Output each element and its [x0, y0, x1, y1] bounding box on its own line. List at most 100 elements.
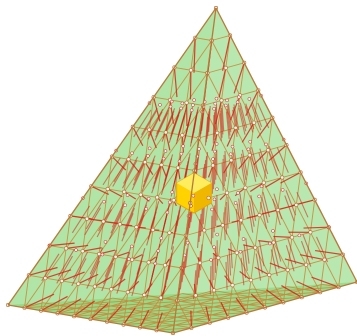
- lattice-node: [168, 201, 171, 204]
- lattice-node: [104, 240, 107, 243]
- lattice-node: [213, 198, 216, 201]
- lattice-node: [237, 191, 240, 194]
- lattice-node: [224, 104, 227, 107]
- lattice-node: [123, 190, 126, 193]
- lattice-node: [221, 224, 224, 227]
- lattice-node: [258, 213, 261, 216]
- lattice-node: [160, 163, 163, 166]
- lattice-node: [181, 102, 184, 105]
- lattice-node: [180, 107, 183, 110]
- lattice-node: [164, 150, 167, 153]
- lattice-node: [249, 140, 252, 143]
- lattice-node: [168, 231, 171, 234]
- lattice-node: [85, 217, 88, 220]
- lattice-node: [172, 199, 175, 202]
- lattice-node: [210, 258, 213, 261]
- lattice-node: [97, 252, 100, 255]
- lattice-node: [295, 203, 298, 206]
- lattice-node: [171, 191, 174, 194]
- lattice-node: [77, 282, 80, 285]
- lattice-node: [198, 261, 201, 264]
- lattice-node: [127, 258, 130, 261]
- lattice-node: [143, 293, 146, 296]
- lattice-node: [212, 158, 215, 161]
- lattice-node: [239, 219, 242, 222]
- lattice-node: [176, 166, 179, 169]
- lattice-node: [60, 279, 63, 282]
- lattice-node: [145, 207, 148, 210]
- lattice-node: [234, 201, 237, 204]
- lattice-node: [148, 128, 151, 131]
- lattice-node: [143, 160, 146, 163]
- lattice-node: [185, 101, 188, 104]
- lattice-node: [231, 284, 234, 287]
- lattice-node: [213, 150, 216, 153]
- lattice-node: [290, 236, 293, 239]
- lattice-node: [178, 160, 181, 163]
- lattice-node: [147, 261, 150, 264]
- lattice-node: [118, 223, 121, 226]
- lattice-node: [211, 164, 214, 167]
- lattice-node: [254, 246, 257, 249]
- lattice-node: [220, 99, 223, 102]
- lattice-node: [154, 262, 157, 265]
- lattice-node: [237, 96, 240, 99]
- lattice-node: [44, 276, 47, 279]
- lattice-node: [126, 194, 129, 197]
- lattice-node: [214, 102, 217, 105]
- lattice-node: [189, 69, 192, 72]
- lattice-node: [217, 256, 220, 259]
- lattice-node: [268, 242, 271, 245]
- lattice-node: [242, 238, 245, 241]
- lattice-node: [266, 148, 269, 151]
- lattice-node: [93, 285, 96, 288]
- lattice-node: [194, 294, 197, 297]
- lattice-node: [147, 197, 150, 200]
- lattice-node: [309, 231, 312, 234]
- lattice-node: [157, 249, 160, 252]
- lattice-node: [258, 195, 261, 198]
- lattice-node: [216, 131, 219, 134]
- lattice-node: [192, 194, 195, 197]
- lattice-node: [262, 181, 265, 184]
- lattice-node: [229, 153, 232, 156]
- lattice-node: [191, 104, 194, 107]
- lattice-node: [102, 220, 105, 223]
- lattice-node: [75, 249, 78, 252]
- lattice-node: [162, 157, 165, 160]
- lattice-node: [106, 187, 109, 190]
- lattice-node: [207, 196, 210, 199]
- lattice-node: [146, 154, 149, 157]
- lattice-node: [130, 245, 133, 248]
- lattice-node: [139, 193, 142, 196]
- lattice-node: [114, 255, 117, 258]
- lattice-node: [213, 246, 216, 249]
- lattice-node: [281, 176, 284, 179]
- lattice-node: [231, 145, 234, 148]
- lattice-node: [225, 191, 228, 194]
- lattice-node: [148, 147, 151, 150]
- lattice-node: [235, 251, 238, 254]
- lattice-node: [180, 152, 183, 155]
- lattice-node: [166, 211, 169, 214]
- lattice-node: [203, 229, 206, 232]
- lattice-node: [190, 109, 193, 112]
- inner-edge: [212, 165, 213, 193]
- lattice-node: [265, 143, 268, 146]
- inner-edge: [211, 216, 212, 244]
- lattice-node: [135, 225, 138, 228]
- lattice-node: [186, 241, 189, 244]
- lattice-node: [216, 233, 219, 236]
- lattice-node: [64, 247, 67, 250]
- lattice-node: [239, 250, 242, 253]
- lattice-node: [151, 228, 154, 231]
- lattice-node: [126, 290, 129, 293]
- lattice-node: [182, 145, 185, 148]
- lattice-node: [286, 268, 289, 271]
- lattice-node: [268, 273, 271, 276]
- lattice-node: [130, 258, 133, 261]
- lattice-node: [101, 253, 104, 256]
- lattice-node: [124, 204, 127, 207]
